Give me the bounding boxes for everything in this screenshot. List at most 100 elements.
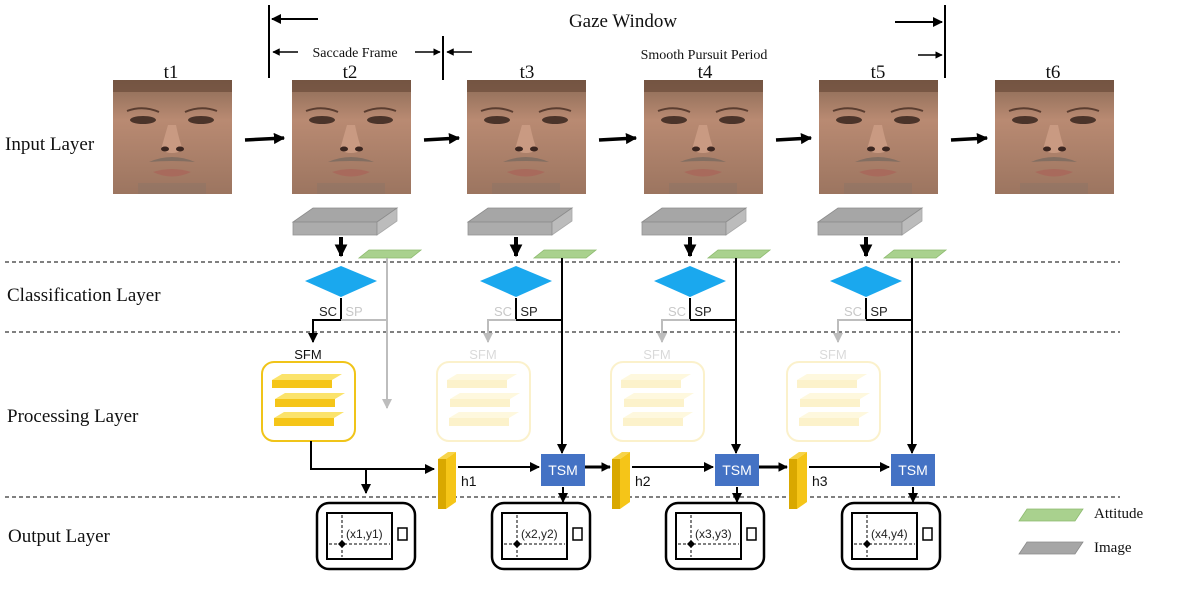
frame-5: t5	[819, 62, 989, 194]
gaze-window-label: Gaze Window	[569, 11, 677, 32]
frame-3: t3	[467, 62, 638, 194]
tsm-label: TSM	[548, 462, 578, 478]
image-slab	[816, 207, 924, 236]
sc-route-arrow	[308, 319, 341, 343]
layer-separators	[5, 261, 1120, 498]
tsm-label: TSM	[722, 462, 752, 478]
classifier-diamond	[830, 266, 902, 297]
time-label: t3	[520, 62, 535, 83]
sc-label: SC	[319, 304, 337, 319]
time-arrow	[423, 132, 461, 145]
hidden-state-label: h1	[461, 473, 477, 489]
image-slab	[466, 207, 574, 236]
tsm-box	[541, 454, 585, 486]
output-device: (x1,y1)	[315, 501, 417, 571]
time-label: t5	[871, 62, 886, 83]
processing-layer-label: Processing Layer	[7, 406, 139, 427]
image-legend-swatch	[1018, 541, 1084, 555]
sc-label: SC	[668, 304, 686, 319]
frame-6: t6	[995, 62, 1114, 194]
face-image	[819, 80, 938, 194]
attitude-legend-swatch	[1018, 508, 1084, 522]
sp-label: SP	[520, 304, 537, 319]
face-image	[995, 80, 1114, 194]
sc-label: SC	[494, 304, 512, 319]
coord-label: (x1,y1)	[346, 527, 383, 541]
pipeline-columns: SC SP SFM (x1,y1) SC SP SFM TSM (x2,y2) SC SP SFM TS…	[261, 207, 948, 571]
image-legend-label: Image	[1094, 540, 1132, 556]
classifier-diamond	[480, 266, 552, 297]
tsm-box	[715, 454, 759, 486]
sfm-block: SFM	[261, 347, 356, 442]
attitude-legend-label: Attitude	[1094, 506, 1144, 522]
frame-2: t2	[292, 62, 461, 194]
gaze-window-bracket: Gaze Window	[268, 5, 946, 78]
smooth-pursuit-label: Smooth Pursuit Period	[641, 48, 768, 63]
face-image	[467, 80, 586, 194]
smooth-pursuit-marker: Smooth Pursuit Period	[641, 48, 943, 63]
input-frames: t1 t2 t3 t4 t5 t6	[113, 62, 1114, 194]
input-layer-label: Input Layer	[5, 134, 95, 155]
home-button	[746, 527, 757, 541]
output-device: (x3,y3)	[664, 501, 766, 571]
sp-label: SP	[694, 304, 711, 319]
coord-label: (x2,y2)	[521, 527, 558, 541]
sc-route-arrow	[483, 319, 516, 343]
gaze-point-marker	[687, 540, 695, 548]
classification-layer-label: Classification Layer	[7, 285, 161, 306]
sfm-block: SFM	[436, 347, 531, 442]
attitude-slab	[706, 249, 772, 259]
image-slab	[291, 207, 399, 236]
home-button	[922, 527, 933, 541]
column-4: SC SP SFM TSM (x4,y4)	[786, 207, 948, 571]
hidden-state-1: h1	[438, 452, 611, 509]
saccade-frame-label: Saccade Frame	[312, 46, 397, 61]
attitude-slab	[357, 249, 423, 259]
sc-route-arrow	[657, 319, 690, 343]
sfm-to-h-arrow	[310, 441, 435, 474]
tsm-label: TSM	[898, 462, 928, 478]
hidden-state-label: h3	[812, 473, 828, 489]
sfm-label: SFM	[819, 347, 846, 362]
sfm-label: SFM	[294, 347, 321, 362]
time-label: t1	[164, 62, 179, 83]
time-arrow	[244, 132, 286, 145]
time-arrow	[775, 132, 813, 145]
face-image	[644, 80, 763, 194]
gaze-point-marker	[338, 540, 346, 548]
tsm-box	[891, 454, 935, 486]
face-image	[292, 80, 411, 194]
sc-label: SC	[844, 304, 862, 319]
time-arrow	[598, 132, 638, 145]
legend: Attitude Image	[1018, 506, 1144, 556]
output-device: (x2,y2)	[490, 501, 592, 571]
gaze-point-marker	[513, 540, 521, 548]
column-3: SC SP SFM TSM (x3,y3)	[610, 207, 772, 571]
image-slab	[640, 207, 748, 236]
classifier-diamond	[305, 266, 377, 297]
frame-1: t1	[113, 62, 286, 194]
sfm-block: SFM	[786, 347, 881, 442]
sfm-label: SFM	[469, 347, 496, 362]
sp-label: SP	[870, 304, 887, 319]
coord-label: (x4,y4)	[871, 527, 908, 541]
attitude-slab	[882, 249, 948, 259]
layer-labels: Input Layer Classification Layer Process…	[5, 134, 161, 547]
attitude-slab	[532, 249, 598, 259]
output-layer-label: Output Layer	[8, 526, 111, 547]
sfm-block: SFM	[610, 347, 705, 442]
coord-label: (x3,y3)	[695, 527, 732, 541]
classifier-diamond	[654, 266, 726, 297]
time-arrow	[950, 132, 989, 145]
sc-route-arrow	[833, 319, 866, 343]
hidden-state-label: h2	[635, 473, 651, 489]
time-label: t2	[343, 62, 358, 83]
sfm-label: SFM	[643, 347, 670, 362]
hidden-state-3: h3	[789, 452, 890, 509]
time-label: t4	[698, 62, 713, 83]
home-button	[572, 527, 583, 541]
face-image	[113, 80, 232, 194]
